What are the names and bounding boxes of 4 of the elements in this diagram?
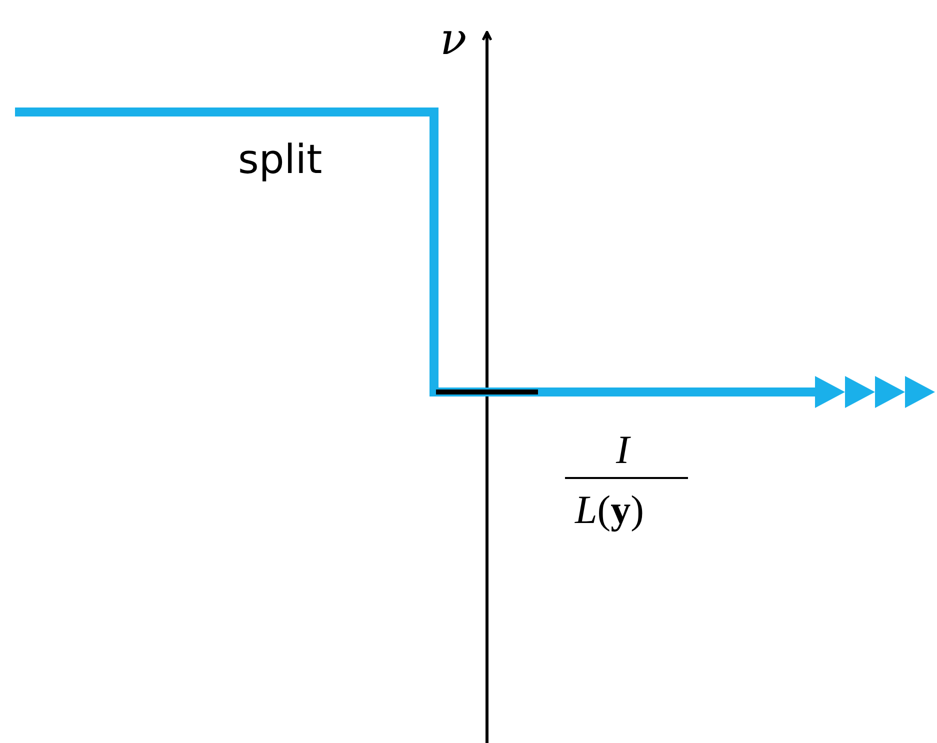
region-label: split — [238, 140, 322, 180]
fraction-numerator: I — [616, 430, 630, 470]
axis-label: ν — [440, 18, 467, 62]
fraction-denominator: L(y) — [575, 490, 644, 530]
